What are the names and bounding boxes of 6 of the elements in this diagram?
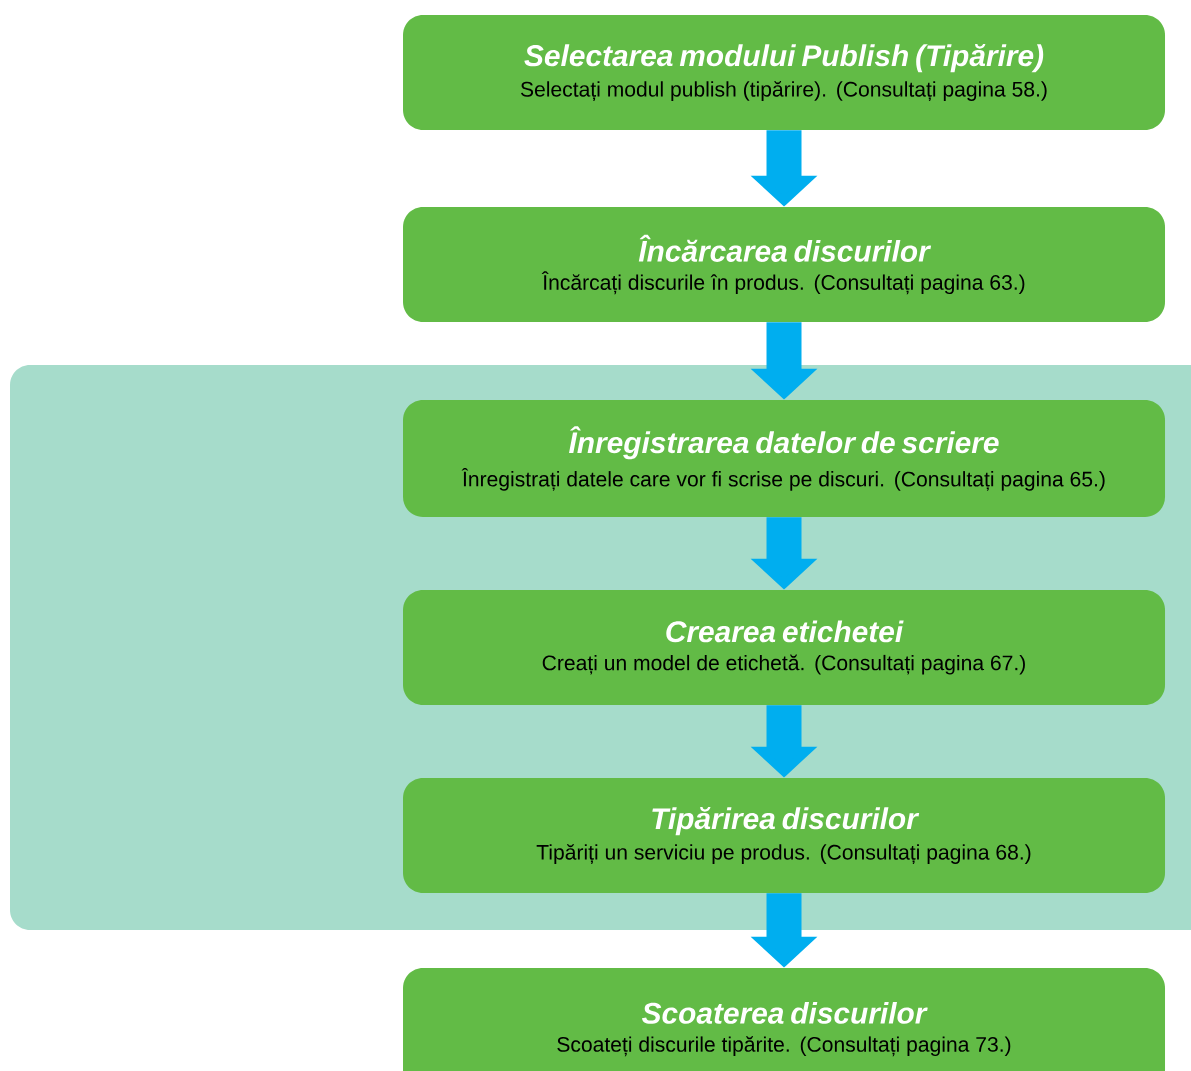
process-box: Scoaterea discurilor Scoateți discurile tipărite. (Consultați pagina 73.) [403,968,1165,1071]
process-box: Tipărirea discurilor Tipăriți un serviciu pe produs. (Consultați pagina 68.) [403,778,1165,893]
process-box: Încărcarea discurilor Încărcați discurile în produs. (Consultați pagina 63.) [403,207,1165,322]
process-box: Selectarea modului Publish (Tipărire) Selectați modul publish (tipărire). (Consultați pagina 58.) [403,15,1165,130]
process-box: Înregistrarea datelor de scriere Înregistrați datele care vor fi scrise pe discuri. (Consultați pagina 65.) [403,400,1165,517]
process-box: Crearea etichetei Creați un model de etichetă. (Consultați pagina 67.) [403,590,1165,705]
